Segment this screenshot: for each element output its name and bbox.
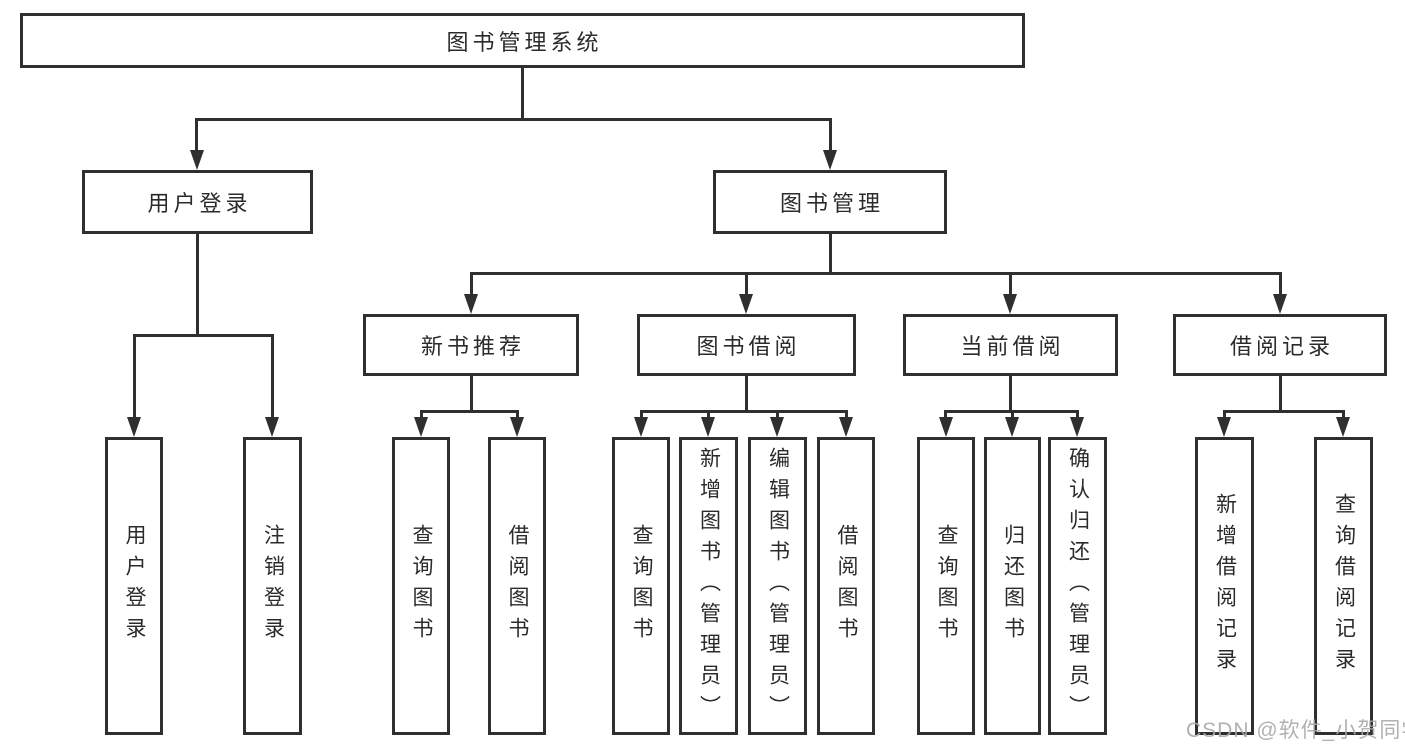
- leaf-add-borrow-record: 新增借阅记录: [1195, 437, 1254, 735]
- connector-hline: [470, 272, 1282, 275]
- connector-hline: [1223, 410, 1345, 413]
- leaf-edit-book-admin: 编辑图书（管理员）: [748, 437, 807, 735]
- leaf-query-books-3: 查询图书: [917, 437, 975, 735]
- arrowhead-down-icon: [701, 417, 715, 437]
- connector-vline: [516, 410, 519, 420]
- connector-vline: [470, 272, 473, 296]
- arrowhead-down-icon: [190, 150, 204, 170]
- connector-vline: [1279, 376, 1282, 413]
- leaf-user-login-label: 用户登录: [123, 524, 146, 648]
- connector-vline: [1009, 376, 1012, 413]
- arrowhead-down-icon: [939, 417, 953, 437]
- arrowhead-down-icon: [839, 417, 853, 437]
- arrowhead-down-icon: [634, 417, 648, 437]
- leaf-borrow-books-2: 借阅图书: [817, 437, 875, 735]
- connector-vline: [640, 410, 643, 420]
- connector-vline: [1223, 410, 1226, 420]
- arrowhead-down-icon: [823, 150, 837, 170]
- arrowhead-down-icon: [510, 417, 524, 437]
- connector-hline: [133, 334, 274, 337]
- connector-vline: [470, 376, 473, 413]
- connector-vline: [521, 68, 524, 118]
- node-book-management-label: 图书管理: [779, 191, 884, 216]
- leaf-logout: 注销登录: [243, 437, 302, 735]
- connector-vline: [745, 376, 748, 413]
- connector-vline: [829, 118, 832, 152]
- watermark: CSDN @软件_小贺同学: [1186, 719, 1405, 742]
- connector-vline: [271, 334, 274, 420]
- leaf-query-borrow-record: 查询借阅记录: [1314, 437, 1373, 735]
- node-borrowing-records-label: 借阅记录: [1229, 334, 1334, 359]
- connector-vline: [776, 410, 779, 420]
- node-user-login-label: 用户登录: [147, 191, 252, 216]
- node-new-book-recommendation: 新书推荐: [363, 314, 579, 376]
- leaf-query-books-label: 查询图书: [410, 524, 433, 648]
- node-book-management: 图书管理: [713, 170, 947, 234]
- connector-vline: [707, 410, 710, 420]
- node-library-management-system-label: 图书管理系统: [446, 29, 603, 55]
- leaf-borrow-books-2-label: 借阅图书: [835, 524, 858, 648]
- leaf-query-books-2: 查询图书: [612, 437, 670, 735]
- arrowhead-down-icon: [1273, 294, 1287, 314]
- connector-vline: [944, 410, 947, 420]
- arrowhead-down-icon: [1003, 294, 1017, 314]
- leaf-logout-label: 注销登录: [261, 524, 285, 648]
- connector-vline: [195, 118, 198, 152]
- connector-vline: [133, 334, 136, 420]
- node-current-borrowing: 当前借阅: [903, 314, 1118, 376]
- leaf-query-books: 查询图书: [392, 437, 450, 735]
- connector-hline: [195, 118, 832, 121]
- leaf-query-books-2-label: 查询图书: [630, 524, 653, 648]
- leaf-return-books: 归还图书: [984, 437, 1041, 735]
- connector-vline: [1279, 272, 1282, 296]
- connector-vline: [745, 272, 748, 296]
- arrowhead-down-icon: [464, 294, 478, 314]
- connector-vline: [829, 234, 832, 275]
- connector-vline: [1009, 272, 1012, 296]
- connector-vline: [420, 410, 423, 420]
- connector-hline: [420, 410, 519, 413]
- leaf-query-books-3-label: 查询图书: [935, 524, 958, 648]
- leaf-edit-book-admin-label: 编辑图书（管理员）: [766, 446, 790, 726]
- connector-vline: [196, 234, 199, 337]
- node-new-book-recommendation-label: 新书推荐: [420, 334, 525, 359]
- arrowhead-down-icon: [1005, 417, 1019, 437]
- connector-vline: [1076, 410, 1079, 420]
- arrowhead-down-icon: [1336, 417, 1350, 437]
- arrowhead-down-icon: [127, 417, 141, 437]
- arrowhead-down-icon: [414, 417, 428, 437]
- leaf-user-login: 用户登录: [105, 437, 163, 735]
- leaf-confirm-return-admin-label: 确认归还（管理员）: [1066, 446, 1090, 726]
- leaf-add-borrow-record-label: 新增借阅记录: [1213, 493, 1237, 679]
- leaf-add-book-admin: 新增图书（管理员）: [679, 437, 738, 735]
- leaf-query-borrow-record-label: 查询借阅记录: [1332, 493, 1356, 679]
- leaf-borrow-books-label: 借阅图书: [506, 524, 529, 648]
- arrowhead-down-icon: [739, 294, 753, 314]
- connector-vline: [1011, 410, 1014, 420]
- leaf-add-book-admin-label: 新增图书（管理员）: [697, 446, 721, 726]
- leaf-borrow-books: 借阅图书: [488, 437, 546, 735]
- arrowhead-down-icon: [265, 417, 279, 437]
- node-borrowing-records: 借阅记录: [1173, 314, 1387, 376]
- leaf-return-books-label: 归还图书: [1001, 524, 1025, 648]
- node-library-management-system: 图书管理系统: [20, 13, 1025, 68]
- node-book-borrowing-label: 图书借阅: [696, 334, 801, 359]
- node-user-login: 用户登录: [82, 170, 313, 234]
- connector-vline: [845, 410, 848, 420]
- arrowhead-down-icon: [1070, 417, 1084, 437]
- node-current-borrowing-label: 当前借阅: [960, 334, 1065, 359]
- connector-hline: [640, 410, 848, 413]
- arrowhead-down-icon: [770, 417, 784, 437]
- arrowhead-down-icon: [1217, 417, 1231, 437]
- node-book-borrowing: 图书借阅: [637, 314, 856, 376]
- connector-vline: [1342, 410, 1345, 420]
- leaf-confirm-return-admin: 确认归还（管理员）: [1048, 437, 1107, 735]
